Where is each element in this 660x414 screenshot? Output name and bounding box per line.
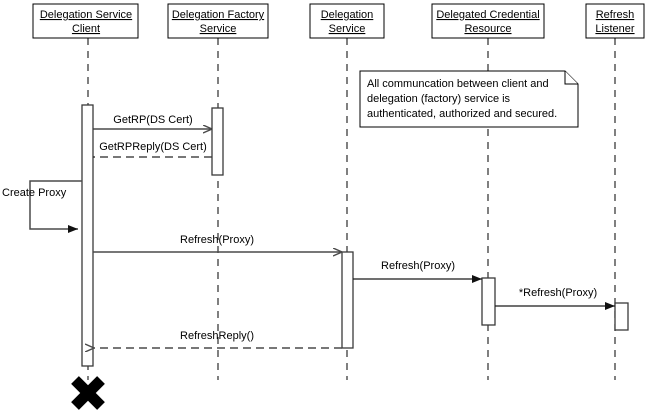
message-label-create-proxy: Create Proxy [2, 187, 67, 199]
activation-bar-factory [211, 107, 224, 176]
lifeline-header-service[interactable]: Delegation Service [309, 3, 385, 39]
lifeline-label-client-line1: Delegation Service [40, 9, 132, 21]
message-label-refresh-dcr-listener: *Refresh(Proxy) [519, 287, 597, 299]
note-text-line2: delegation (factory) service is [367, 93, 511, 105]
lifeline-label-service-line2: Service [329, 23, 366, 35]
lifeline-header-listener[interactable]: Refresh Listener [585, 3, 645, 39]
note-text-line1: All communcation between client and [367, 78, 549, 90]
lifeline-box-dcr [431, 3, 545, 39]
lifeline-box-listener [585, 3, 645, 39]
message-label-getrpreply: GetRPReply(DS Cert) [99, 141, 207, 153]
message-label-refresh-service-dcr: Refresh(Proxy) [381, 260, 455, 272]
note-box-shape [359, 70, 579, 128]
activation-bars [81, 104, 629, 367]
lifeline-label-client-line2: Client [72, 23, 100, 35]
activation-bar-service [341, 251, 354, 349]
lifeline-label-factory-line2: Service [200, 23, 237, 35]
lifeline-label-listener-line2: Listener [595, 23, 634, 35]
note-security[interactable]: All communcation between client and dele… [359, 70, 579, 128]
message-refreshreply[interactable]: RefreshReply() [94, 330, 342, 348]
message-label-refresh-client-service: Refresh(Proxy) [180, 234, 254, 246]
lifeline-label-factory-line1: Delegation Factory [172, 9, 265, 21]
lifeline-box-service [309, 3, 385, 39]
lifeline-label-dcr-line1: Delegated Credential [436, 9, 539, 21]
message-label-refreshreply: RefreshReply() [180, 330, 254, 342]
message-label-getrp: GetRP(DS Cert) [113, 114, 192, 126]
lifeline-label-service-line1: Delegation [321, 9, 374, 21]
lifeline-box-factory [167, 3, 269, 39]
lifeline-header-dcr[interactable]: Delegated Credential Resource [431, 3, 545, 39]
message-create-proxy[interactable]: Create Proxy [2, 180, 82, 233]
lifeline-label-dcr-line2: Resource [464, 23, 511, 35]
note-text-line3: authenticated, authorized and secured. [367, 108, 557, 120]
message-refresh-service-dcr[interactable]: Refresh(Proxy) [353, 260, 482, 283]
message-refresh-dcr-listener[interactable]: *Refresh(Proxy) [495, 287, 615, 310]
message-getrp[interactable]: GetRP(DS Cert) [93, 114, 212, 129]
activation-bar-client [81, 104, 94, 367]
note-fold-corner-icon [564, 71, 578, 85]
message-refresh-client-service[interactable]: Refresh(Proxy) [93, 234, 342, 252]
destroy-x-stroke-2 [71, 376, 105, 410]
activation-bar-listener [614, 302, 629, 331]
lifeline-headers: Delegation Service Client Delegation Fac… [32, 3, 645, 39]
lifeline-box-client [32, 3, 139, 39]
message-getrpreply[interactable]: GetRPReply(DS Cert) [94, 141, 212, 157]
lifeline-label-listener-line1: Refresh [596, 9, 635, 21]
destroy-marker-icon [71, 376, 105, 410]
lifeline-header-factory[interactable]: Delegation Factory Service [167, 3, 269, 39]
message-arrow-create-proxy [29, 180, 82, 233]
lifeline-header-client[interactable]: Delegation Service Client [32, 3, 139, 39]
activation-bar-dcr [481, 277, 496, 326]
